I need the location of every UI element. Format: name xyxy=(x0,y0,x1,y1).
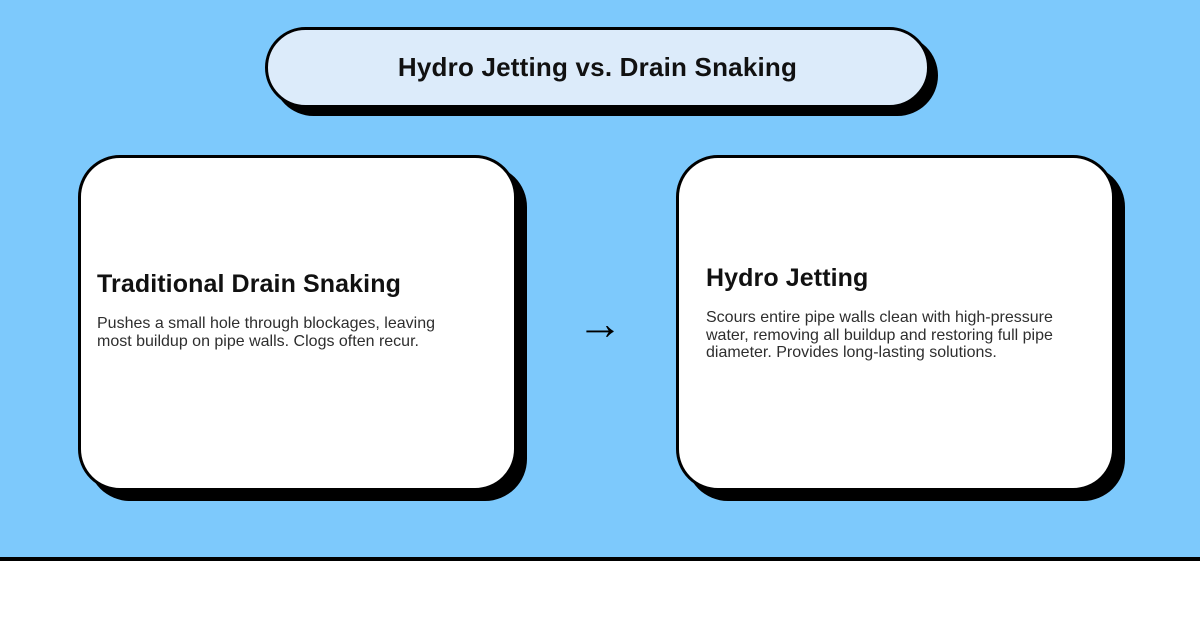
card-body: Scours entire pipe walls clean with high… xyxy=(706,308,1053,362)
card-title: Hydro Jetting xyxy=(706,263,869,292)
bottom-white-strip xyxy=(0,561,1200,626)
page-title: Hydro Jetting vs. Drain Snaking xyxy=(397,52,798,82)
comparison-canvas: Hydro Jetting vs. Drain Snaking Traditio… xyxy=(0,0,1200,561)
card-title: Traditional Drain Snaking xyxy=(97,269,401,298)
arrow-right-icon: → xyxy=(577,297,623,349)
card-body: Pushes a small hole through blockages, l… xyxy=(97,314,435,350)
title-banner: Hydro Jetting vs. Drain Snaking xyxy=(265,27,930,108)
card-drain-snaking: Traditional Drain Snaking Pushes a small… xyxy=(78,155,517,491)
card-hydro-jetting: Hydro Jetting Scours entire pipe walls c… xyxy=(676,155,1115,491)
